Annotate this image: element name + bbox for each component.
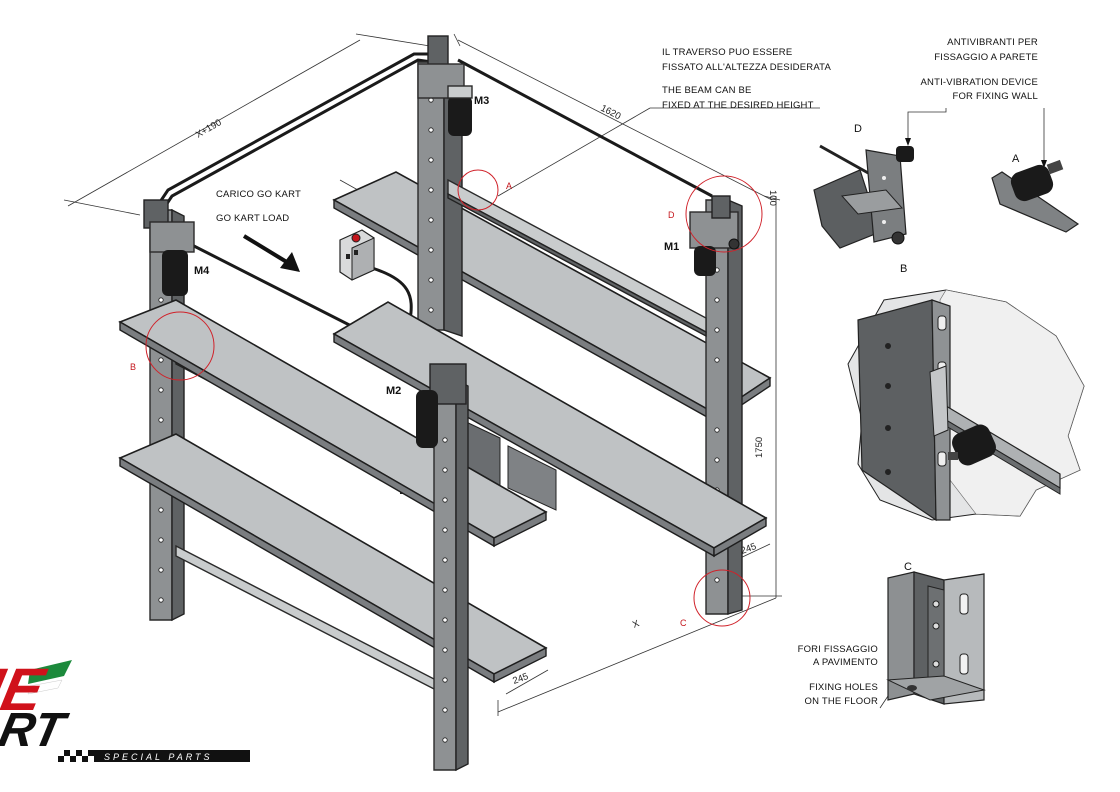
dim-height: 1750	[754, 437, 765, 458]
motor-m2: M2	[386, 385, 401, 397]
dim-width-bottom: X	[631, 618, 642, 631]
dim-depth-top: 1620	[599, 103, 623, 122]
column-front-center	[416, 363, 469, 772]
cme-kart-logo: CME KART SPECIAL PARTS	[0, 656, 250, 762]
dim-width-top: X+190	[194, 117, 224, 140]
dim-top-offset: 100	[767, 190, 778, 206]
control-box	[339, 229, 375, 281]
note-load-it: CARICO GO KART	[216, 189, 301, 200]
detail-c-floor	[886, 571, 986, 705]
note-beam-it-2: FISSATO ALL'ALTEZZA DESIDERATA	[662, 62, 831, 73]
logo-tagline: SPECIAL PARTS	[104, 752, 213, 762]
callout-d: D	[668, 210, 675, 220]
note-load-en: GO KART LOAD	[216, 213, 289, 224]
callout-circles	[145, 169, 763, 627]
detail-label-b: B	[900, 263, 907, 275]
note-floor-en-1: FIXING HOLES	[809, 682, 878, 693]
note-anti-it-2: FISSAGGIO A PARETE	[934, 52, 1038, 63]
callout-b: B	[130, 362, 136, 372]
detail-d-bracket	[813, 144, 914, 249]
logo-line2: KART	[0, 703, 73, 756]
column-back-left	[417, 35, 473, 337]
motor-m3: M3	[474, 95, 489, 107]
callout-c: C	[680, 618, 687, 628]
detail-label-d: D	[854, 123, 862, 135]
note-beam-en-1: THE BEAM CAN BE	[662, 85, 752, 96]
detail-a-damper	[991, 159, 1080, 233]
back-beam	[447, 178, 707, 338]
detail-label-c: C	[904, 561, 912, 573]
detail-label-a: A	[1012, 153, 1020, 165]
note-floor-it-1: FORI FISSAGGIO	[798, 644, 878, 655]
callout-a: A	[506, 181, 512, 191]
detail-b-zoom	[847, 289, 1085, 522]
load-arrow	[242, 234, 300, 272]
dim-shelf-depth-left: 245	[511, 671, 530, 687]
note-floor-en-2: ON THE FLOOR	[805, 696, 878, 707]
note-beam-en-2: FIXED AT THE DESIRED HEIGHT	[662, 100, 814, 111]
note-anti-en-1: ANTI-VIBRATION DEVICE	[920, 77, 1038, 88]
motor-m1: M1	[664, 241, 679, 253]
motor-m4: M4	[194, 265, 210, 277]
note-beam-it-1: IL TRAVERSO PUO ESSERE	[662, 47, 792, 58]
note-floor-it-2: A PAVIMENTO	[813, 657, 878, 668]
note-anti-en-2: FOR FIXING WALL	[952, 91, 1038, 102]
dim-shelf-depth-right: 245	[739, 541, 758, 557]
note-anti-it-1: ANTIVIBRANTI PER	[947, 37, 1038, 48]
